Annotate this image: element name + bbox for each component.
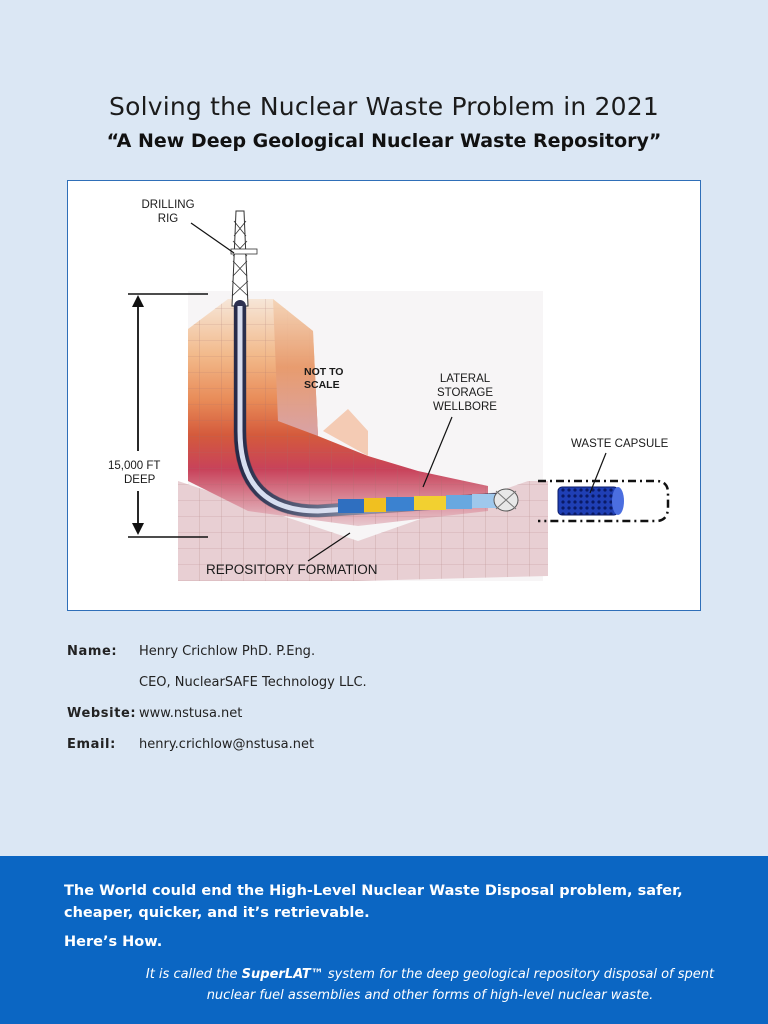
website-link[interactable]: www.nstusa.net [139,706,243,721]
label-lateral-2: STORAGE [437,387,493,399]
label-waste-capsule: WASTE CAPSULE [571,438,669,450]
label-lateral-1: LATERAL [440,373,491,385]
name-label: Name: [67,644,118,659]
label-lateral-3: WELLBORE [433,401,497,413]
drilling-rig-icon [230,210,258,307]
banner-description-suffix: system for the deep geological repositor… [206,967,715,1003]
banner-heres-how: Here’s How. [64,934,163,950]
label-not-to-scale-1: NOT TO [304,366,343,378]
banner-description: It is called the SuperLAT™ system for th… [140,964,720,1006]
email-label: Email: [67,737,116,752]
depth-arrow [128,293,208,538]
page-title: Solving the Nuclear Waste Problem in 202… [109,92,659,121]
label-depth-2: DEEP [124,474,156,486]
waste-capsule-icon [557,486,624,516]
label-not-to-scale-2: SCALE [304,379,340,391]
page-subtitle: “A New Deep Geological Nuclear Waste Rep… [106,130,662,152]
repository-diagram: DRILLING RIG NOT TO SCALE LATERAL STORAG… [67,180,701,611]
superlat-brand: SuperLAT™ [241,967,324,982]
website-label: Website: [67,706,137,721]
footer-banner: The World could end the High-Level Nucle… [0,856,768,1024]
email-link[interactable]: henry.crichlow@nstusa.net [139,737,315,752]
name-value: Henry Crichlow PhD. P.Eng. [139,644,316,659]
label-repository-formation: REPOSITORY FORMATION [206,562,378,577]
lateral-wellbore-capsules [338,488,519,513]
label-drilling-rig-2: RIG [158,213,179,225]
banner-description-prefix: It is called the [145,967,242,982]
banner-headline: The World could end the High-Level Nucle… [64,883,683,921]
label-drilling-rig-1: DRILLING [141,199,194,211]
title-value: CEO, NuclearSAFE Technology LLC. [139,675,367,690]
label-depth-1: 15,000 FT [108,460,160,472]
repository-illustration: DRILLING RIG NOT TO SCALE LATERAL STORAG… [108,199,670,581]
